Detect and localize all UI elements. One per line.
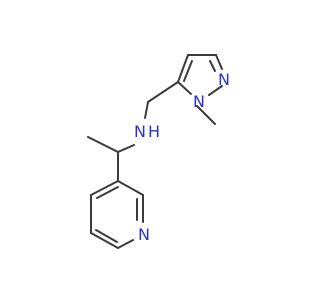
label-pyridine-nitrogen: N [138, 225, 150, 244]
bond-py-c6-c5 [90, 232, 119, 249]
bond-c3-n2-double [209, 60, 216, 72]
bond-c5-c4-double [183, 60, 193, 82]
bond-n2-n1 [208, 85, 223, 96]
label-pyrazole-n2: N [218, 70, 230, 89]
bond-ch-methyl [87, 136, 119, 153]
bond-c5-c4 [177, 54, 189, 83]
molecular-structure-diagram: N H N N N [87, 54, 230, 249]
label-amine-hydrogen: H [148, 122, 160, 141]
label-amine-nitrogen: N [134, 122, 146, 141]
bond-ch2-nh [144, 101, 149, 119]
label-pyrazole-n1: N [193, 92, 205, 111]
bond-c5-ch2 [147, 81, 179, 103]
bond-py-c4-c3 [90, 180, 119, 196]
bond-py-c6-c5-double [95, 229, 118, 243]
bond-py-c4-c3-double [96, 186, 119, 199]
bond-py-n1-c6 [117, 239, 134, 249]
bond-n1-methyl [196, 105, 216, 125]
bond-py-c3-c2 [117, 180, 144, 196]
bond-c3-n2 [215, 54, 223, 70]
bond-n1-c5 [177, 81, 192, 95]
bond-nh-ch [117, 144, 135, 153]
